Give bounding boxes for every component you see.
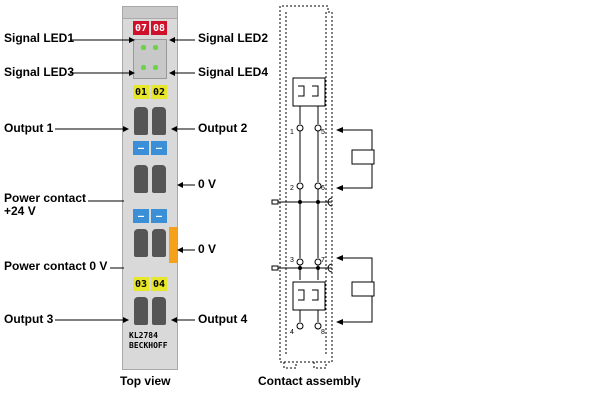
terminal-3 (296, 258, 304, 266)
spring-contact-4 (134, 297, 148, 325)
led-window (133, 39, 167, 79)
load-1 (351, 149, 375, 165)
label-signal-led2: Signal LED2 (198, 31, 269, 45)
terminal-number-7: 7 (321, 257, 325, 264)
signal-led-2 (153, 45, 158, 50)
brand-name: BECKHOFF (129, 341, 168, 350)
label-power-contact-0v: Power contact 0 V (4, 259, 108, 273)
spring-contact-1 (134, 107, 148, 135)
load-2 (351, 281, 375, 297)
blue-mark-4: – (151, 209, 167, 223)
caption-contact-assembly: Contact assembly (258, 374, 361, 388)
terminal-module: 07 08 01 02 – – – – 03 04 KL2784 BECKHOF… (122, 6, 178, 370)
load-wire-lower (343, 257, 373, 282)
label-output-2: Output 2 (198, 121, 248, 135)
label-output-1: Output 1 (4, 121, 54, 135)
label-signal-led1: Signal LED1 (4, 31, 75, 45)
label-output-3: Output 3 (4, 312, 54, 326)
spring-contact-3 (134, 229, 148, 257)
model-number: KL2784 (129, 331, 158, 340)
label-0v-b: 0 V (198, 242, 217, 256)
terminal-number-5: 5 (321, 129, 325, 136)
caption-top-view: Top view (120, 374, 171, 388)
label-signal-led4: Signal LED4 (198, 65, 269, 79)
terminal-number-2: 2 (290, 185, 294, 192)
led-label-08: 08 (151, 21, 167, 35)
spring-contact-7 (152, 229, 166, 257)
terminal-number-6: 6 (321, 185, 325, 192)
terminal-outline (279, 5, 333, 363)
terminal-number-1: 1 (290, 129, 294, 136)
terminal-1 (296, 124, 304, 132)
top-latch (123, 7, 177, 19)
label-power-contact-24v-line1: Power contact (4, 191, 87, 205)
channel-label-03: 03 (133, 277, 149, 291)
terminal-number-8: 8 (321, 329, 325, 336)
signal-led-4 (153, 65, 158, 70)
power-contact-tab (169, 227, 177, 263)
signal-led-1 (141, 45, 146, 50)
channel-label-01: 01 (133, 85, 149, 99)
spring-contact-6 (152, 165, 166, 193)
label-power-contact-24v-line2: +24 V (4, 204, 36, 218)
label-signal-led3: Signal LED3 (4, 65, 75, 79)
terminal-number-4: 4 (290, 329, 294, 336)
blue-mark-2: – (151, 141, 167, 155)
led-label-07: 07 (133, 21, 149, 35)
label-0v-a: 0 V (198, 177, 217, 191)
channel-label-02: 02 (151, 85, 167, 99)
terminal-8 (314, 322, 322, 330)
terminal-number-3: 3 (290, 257, 294, 264)
spring-contact-8 (152, 297, 166, 325)
output-driver-2 (292, 281, 326, 311)
blue-mark-3: – (133, 209, 149, 223)
label-output-4: Output 4 (198, 312, 248, 326)
blue-mark-1: – (133, 141, 149, 155)
spring-contact-2 (134, 165, 148, 193)
terminal-2 (296, 182, 304, 190)
spring-contact-5 (152, 107, 166, 135)
load-wire-upper (343, 129, 373, 150)
terminal-4 (296, 322, 304, 330)
channel-label-04: 04 (151, 277, 167, 291)
output-driver-1 (292, 77, 326, 107)
signal-led-3 (141, 65, 146, 70)
